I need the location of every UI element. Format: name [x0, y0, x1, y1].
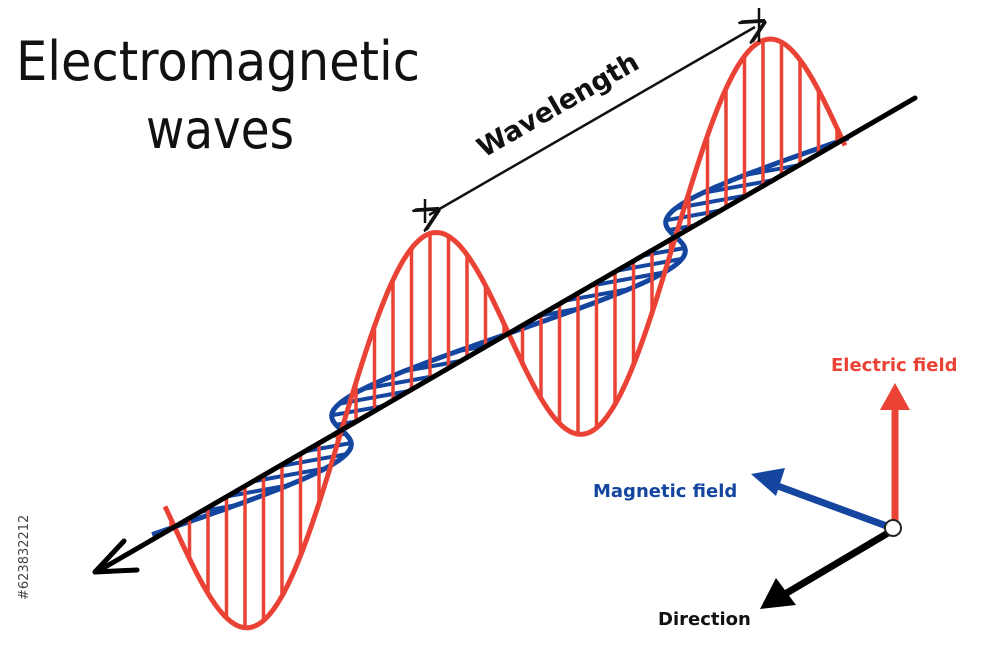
- magnetic-field-arrow-icon: [751, 468, 894, 532]
- origin-point-icon: [884, 519, 902, 537]
- direction-label: Direction: [658, 609, 751, 630]
- electric-field-arrow-icon: [880, 383, 910, 528]
- electric-field-label: Electric field: [831, 355, 958, 376]
- magnetic-hatch-line: [616, 256, 683, 273]
- axis-arrowhead-icon: [92, 538, 140, 575]
- magnetic-field-label: Magnetic field: [593, 481, 737, 502]
- magnetic-hatch-line: [304, 441, 352, 454]
- stock-image-id: #623832212: [17, 515, 32, 600]
- wavelength-arrow: [429, 27, 755, 215]
- title-line-1: Electromagnetic: [16, 30, 420, 93]
- title-line-2: waves: [146, 98, 294, 161]
- axes-legend: Electric field Magnetic field Direction: [593, 355, 958, 630]
- direction-arrow-icon: [760, 526, 895, 609]
- propagation-axis: [92, 95, 918, 575]
